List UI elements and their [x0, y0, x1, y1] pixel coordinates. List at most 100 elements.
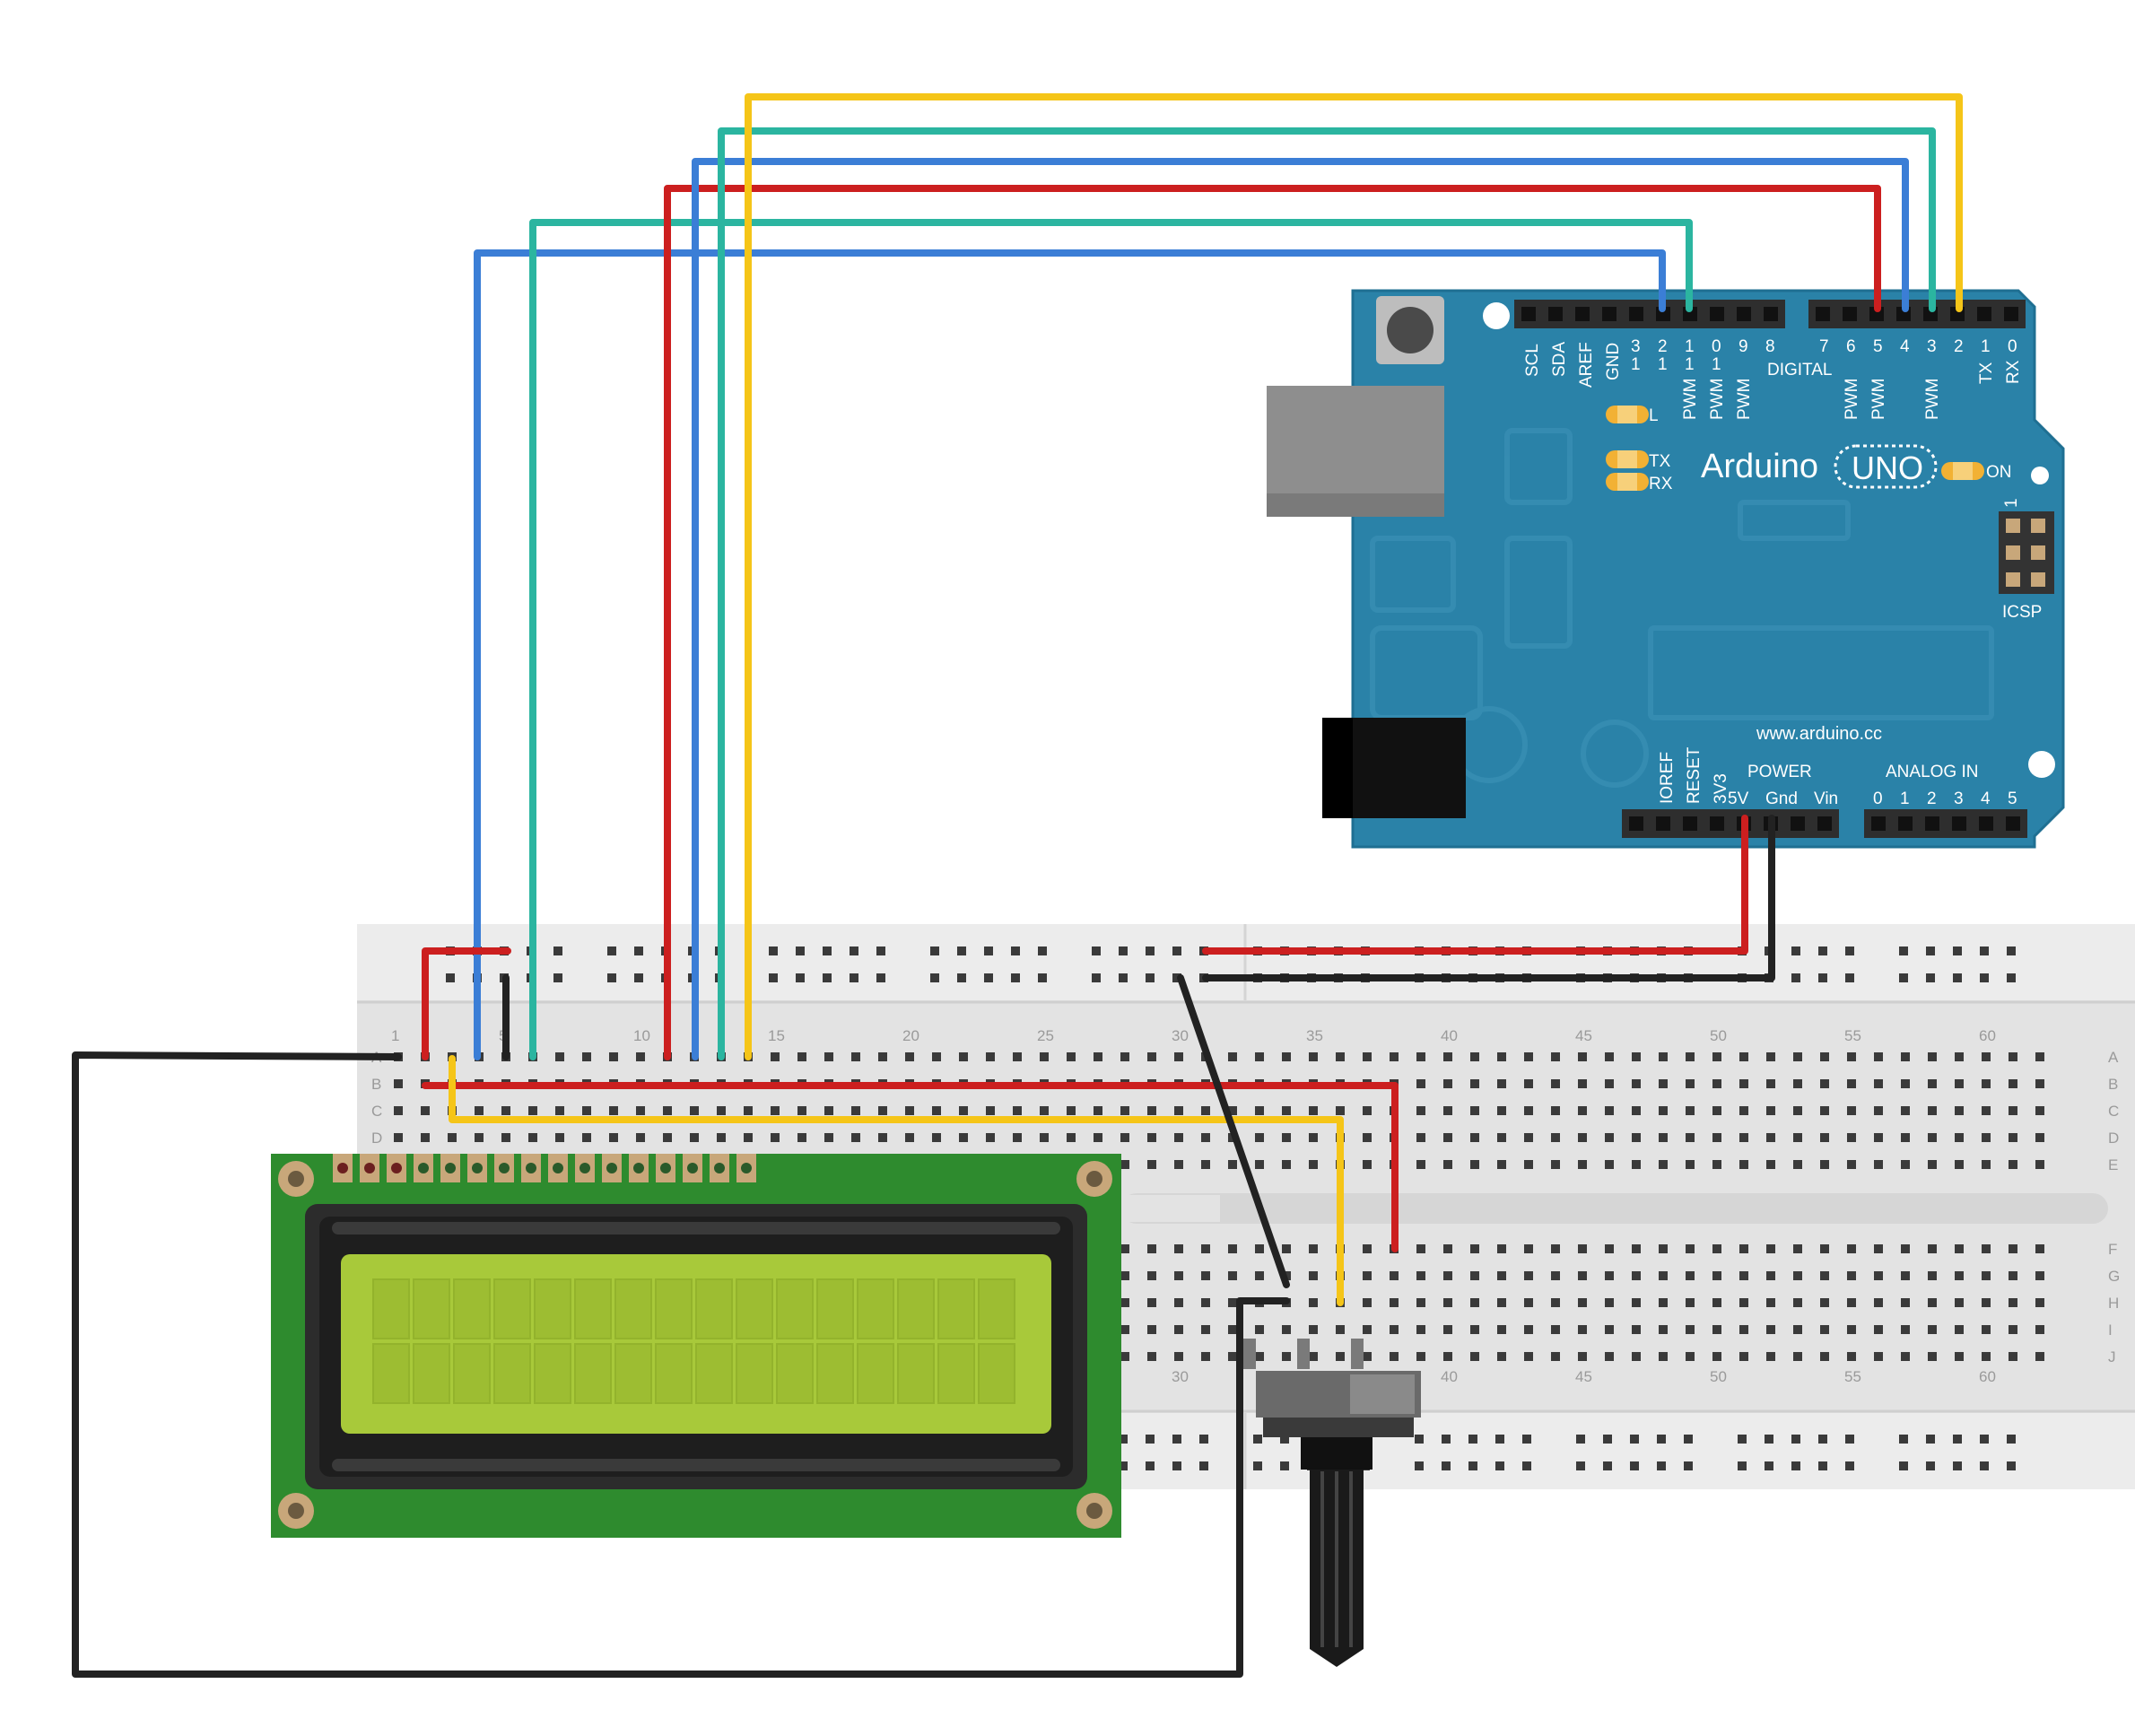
breadboard-rail-hole	[1038, 947, 1047, 955]
breadboard-hole	[1820, 1244, 1829, 1253]
breadboard-hole	[1659, 1160, 1668, 1169]
breadboard-hole	[1551, 1244, 1560, 1253]
row-letter: B	[2108, 1076, 2118, 1093]
lcd-char-cell	[413, 1278, 450, 1339]
breadboard-rail-hole	[1442, 1435, 1451, 1444]
breadboard-hole	[1712, 1325, 1721, 1334]
breadboard-hole	[1524, 1106, 1533, 1115]
breadboard-hole	[1928, 1052, 1937, 1061]
lcd-pin-hole	[714, 1163, 725, 1173]
breadboard-hole	[1443, 1106, 1452, 1115]
breadboard-hole	[1174, 1244, 1183, 1253]
breadboard-hole	[1174, 1106, 1183, 1115]
breadboard-hole	[1712, 1244, 1721, 1253]
wire-d12-lcd-rs	[474, 249, 1666, 1060]
breadboard-hole	[1874, 1352, 1883, 1361]
breadboard-rail-hole	[1980, 1435, 1989, 1444]
breadboard-hole	[1578, 1106, 1587, 1115]
mount-hole	[2031, 467, 2049, 484]
breadboard-hole	[1874, 1298, 1883, 1307]
breadboard-hole	[1228, 1052, 1237, 1061]
breadboard-rail-hole	[1119, 973, 1128, 982]
row-letter: C	[371, 1103, 382, 1120]
breadboard-hole	[1712, 1298, 1721, 1307]
pwm-label: PWM	[1869, 379, 1888, 420]
breadboard-hole	[1228, 1160, 1237, 1169]
breadboard-rail-hole	[1818, 1435, 1827, 1444]
breadboard-hole	[1255, 1352, 1264, 1361]
breadboard-hole	[1282, 1352, 1291, 1361]
breadboard-hole	[1605, 1352, 1614, 1361]
breadboard-hole	[690, 1133, 699, 1142]
column-number: 50	[1710, 1368, 1727, 1385]
breadboard-rail-hole	[1818, 973, 1827, 982]
breadboard-hole	[1255, 1160, 1264, 1169]
arduino-board	[1351, 289, 2065, 849]
lcd-char-cell	[372, 1278, 410, 1339]
breadboard-hole	[1470, 1133, 1479, 1142]
lcd-char-cell	[978, 1278, 1015, 1339]
breadboard-hole	[1040, 1133, 1049, 1142]
breadboard-hole	[1363, 1052, 1372, 1061]
breadboard-hole	[1928, 1160, 1937, 1169]
lcd-pin-hole	[660, 1163, 671, 1173]
breadboard-hole	[1928, 1271, 1937, 1280]
breadboard-hole	[1255, 1133, 1264, 1142]
column-number: 1	[391, 1027, 399, 1044]
breadboard-rail-hole	[1468, 1435, 1477, 1444]
breadboard-hole	[1901, 1052, 1910, 1061]
header-socket	[1843, 307, 1857, 321]
breadboard-hole	[1632, 1052, 1641, 1061]
breadboard-hole	[1120, 1298, 1129, 1307]
power-pin-reset: RESET	[1685, 746, 1704, 804]
lcd-char-cell	[534, 1278, 571, 1339]
breadboard-hole	[636, 1133, 645, 1142]
breadboard-rail-hole	[1899, 1435, 1908, 1444]
breadboard-hole	[1686, 1052, 1695, 1061]
breadboard-hole	[1766, 1271, 1775, 1280]
breadboard-hole	[1390, 1298, 1399, 1307]
on-label: ON	[1986, 463, 2012, 482]
breadboard-hole	[2009, 1352, 2017, 1361]
breadboard-hole	[1282, 1325, 1291, 1334]
breadboard-rail-hole	[1603, 1435, 1612, 1444]
pin-label-scl: SCL	[1523, 344, 1542, 377]
wire-d5-lcd-d4	[664, 185, 1881, 1060]
breadboard-hole	[1551, 1271, 1560, 1280]
breadboard-hole	[1174, 1133, 1183, 1142]
breadboard-hole	[1847, 1271, 1856, 1280]
wire-d2-lcd-d7	[745, 93, 1963, 1060]
breadboard-rail-hole	[1791, 1461, 1800, 1470]
analog-pin-number: 4	[1981, 789, 1991, 808]
breadboard-hole	[959, 1052, 968, 1061]
header-socket	[1791, 816, 1805, 831]
column-number: 10	[633, 1027, 650, 1044]
breadboard-hole	[2035, 1298, 2044, 1307]
breadboard-rail-hole	[1495, 1461, 1504, 1470]
breadboard-rail-hole	[1522, 1435, 1531, 1444]
header-socket	[1979, 816, 1993, 831]
breadboard-hole	[1470, 1079, 1479, 1088]
breadboard-hole	[1336, 1052, 1345, 1061]
breadboard-hole	[2035, 1160, 2044, 1169]
breadboard-rail-hole	[1980, 1461, 1989, 1470]
breadboard-rail-hole	[1818, 947, 1827, 955]
breadboard-hole	[1766, 1325, 1775, 1334]
breadboard-hole	[582, 1052, 591, 1061]
breadboard-hole	[1443, 1325, 1452, 1334]
icsp-header	[1999, 511, 2054, 594]
breadboard-hole	[1955, 1352, 1964, 1361]
breadboard-hole	[394, 1106, 403, 1115]
breadboard-hole	[1309, 1052, 1318, 1061]
breadboard-hole	[663, 1106, 672, 1115]
header-socket	[1898, 816, 1913, 831]
breadboard-hole	[1551, 1079, 1560, 1088]
breadboard-hole	[1928, 1106, 1937, 1115]
breadboard-hole	[1739, 1271, 1748, 1280]
breadboard-rail-hole	[2007, 1461, 2016, 1470]
breadboard-hole	[1228, 1271, 1237, 1280]
breadboard-rail-hole	[876, 947, 885, 955]
analog-pin-number: 0	[1873, 789, 1883, 808]
lcd-char-cell	[574, 1343, 612, 1404]
